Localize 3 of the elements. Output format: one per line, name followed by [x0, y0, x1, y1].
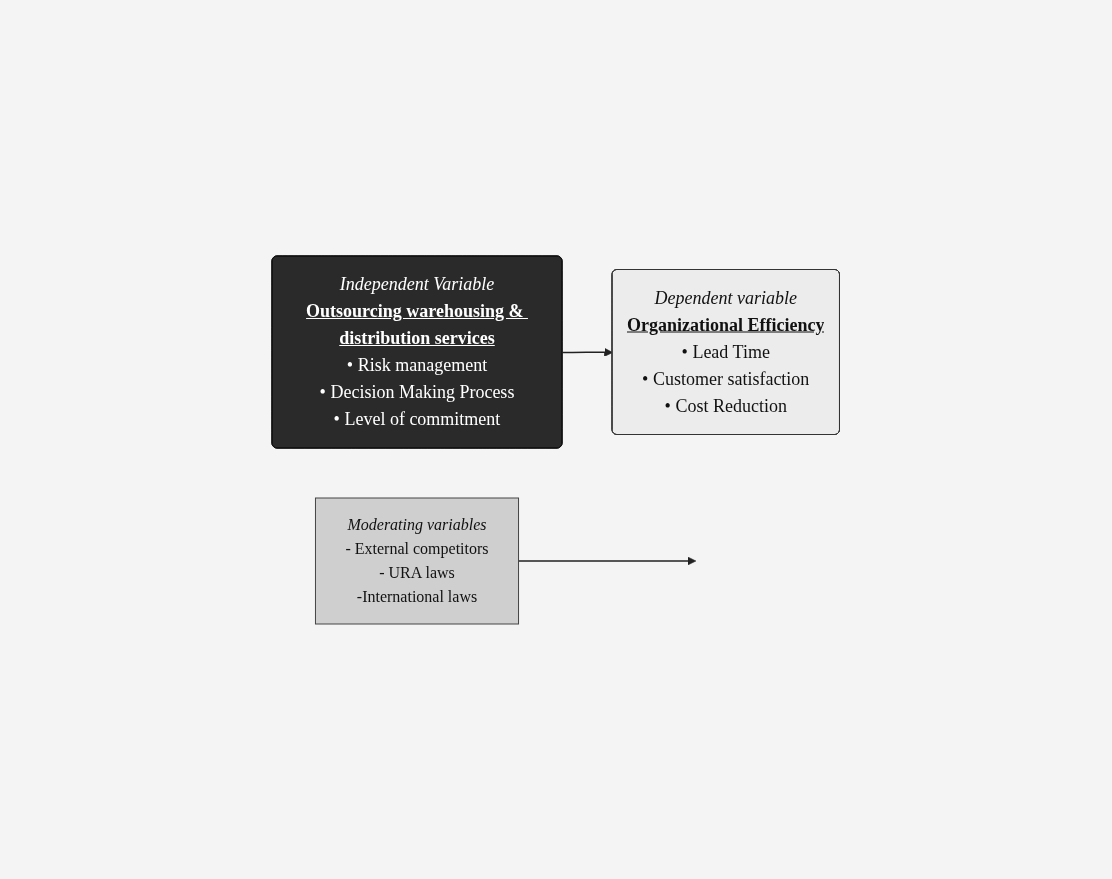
node-box: Moderating variables - External competitors - URA laws -International laws: [315, 497, 520, 624]
arrow: [562, 347, 614, 357]
arrow: [518, 556, 697, 565]
